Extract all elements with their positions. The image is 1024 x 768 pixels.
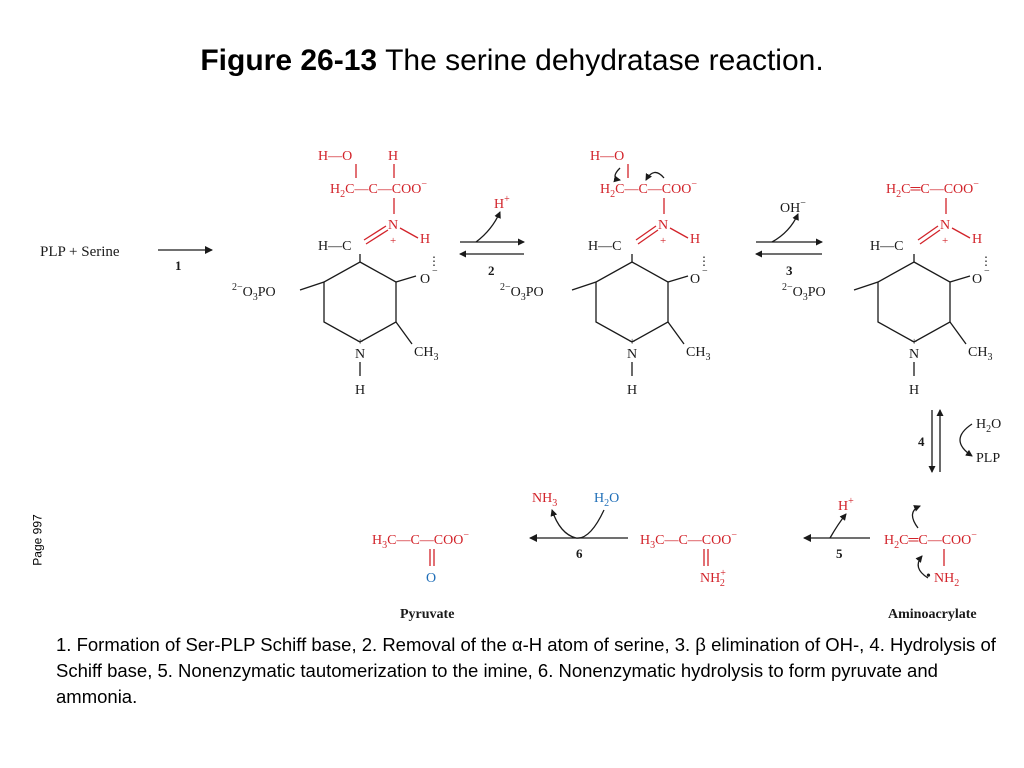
figure-title-text: The serine dehydratase reaction. [385,44,824,77]
step5-number: 5 [836,546,843,561]
svg-text:H: H [627,383,637,398]
svg-text:+: + [911,336,917,348]
svg-text:O: O [690,272,700,287]
step3-curved-arrow [771,213,799,243]
svg-text:+: + [629,336,635,348]
ser-plp-schiff-base: H—O H H2C—C—COO− N + H H—C ⋮ O − 2−O3PO … [232,149,440,398]
svg-text:−: − [432,266,438,277]
svg-text:2−O3PO: 2−O3PO [782,282,826,303]
svg-text:H3C—C—COO−: H3C—C—COO− [640,530,737,551]
svg-text:⋮: ⋮ [698,254,710,268]
step4-water: H2O [976,417,1001,435]
aminoacrylate-label: Aminoacrylate [888,607,977,622]
svg-text:•: • [926,569,931,584]
svg-text:⋮: ⋮ [980,254,992,268]
svg-text:CH3: CH3 [686,345,710,363]
step3-product: OH− [780,198,806,216]
svg-text:NH2: NH2 [934,571,959,589]
aminoacrylate: H2C═C—COO− NH2 • [884,505,977,589]
svg-text:⋮: ⋮ [428,254,440,268]
svg-text:H: H [388,149,398,164]
figure-number: Figure 26-13 [200,44,378,77]
quinonoid-intermediate: H—O H2C—C—COO− N + H H—C ⋮ O − 2−O3PO CH… [500,149,710,398]
svg-text:N: N [355,347,365,362]
svg-text:H—C: H—C [318,239,351,254]
reaction-scheme: PLP + Serine 1 H—O H H2C—C—COO− N + H H—… [40,149,1001,622]
svg-text:N: N [627,347,637,362]
iminopropionate: H3C—C—COO− NH+2 [640,530,737,589]
svg-text:+: + [942,235,948,247]
svg-text:−: − [702,266,708,277]
pyruvate: H3C—C—COO− O [372,530,469,586]
svg-text:H: H [420,232,430,247]
svg-text:NH+2: NH+2 [700,568,726,589]
svg-text:O: O [972,272,982,287]
svg-text:2−O3PO: 2−O3PO [232,282,276,303]
svg-text:2−O3PO: 2−O3PO [500,282,544,303]
svg-text:H—O: H—O [318,149,352,164]
svg-text:N: N [909,347,919,362]
step2-curved-arrow [475,211,501,243]
figure-caption: 1. Formation of Ser-PLP Schiff base, 2. … [56,634,996,707]
step4-curved-arrow [959,423,973,457]
aminoacrylate-schiff-base: H2C═C—COO− N + H H—C ⋮ O − 2−O3PO CH3 N … [782,179,992,398]
step5-reagent: H+ [838,496,854,514]
step4-plp: PLP [976,451,1000,466]
svg-text:H—C: H—C [588,239,621,254]
svg-text:H2C—C—COO−: H2C—C—COO− [600,179,697,200]
svg-text:+: + [390,235,396,247]
start-label: PLP + Serine [40,244,120,260]
svg-text:O: O [420,272,430,287]
svg-text:CH3: CH3 [414,345,438,363]
svg-text:−: − [984,266,990,277]
svg-text:H—O: H—O [590,149,624,164]
svg-text:H: H [909,383,919,398]
step4-number: 4 [918,434,925,449]
step3-number: 3 [786,263,793,278]
svg-text:N: N [388,218,398,233]
svg-text:H3C—C—COO−: H3C—C—COO− [372,530,469,551]
svg-text:CH3: CH3 [968,345,992,363]
svg-text:H2C—C—COO−: H2C—C—COO− [330,179,427,200]
step6-curved-arrow [550,509,605,539]
svg-text:H2C═C—COO−: H2C═C—COO− [884,530,977,551]
svg-text:+: + [660,235,666,247]
step2-number: 2 [488,263,495,278]
svg-text:H: H [972,232,982,247]
svg-text:H2C═C—COO−: H2C═C—COO− [886,179,979,200]
step1-number: 1 [175,258,182,273]
step5-curved-arrow [829,513,847,539]
svg-text:H: H [690,232,700,247]
step2-product: H+ [494,194,510,212]
svg-text:O: O [426,571,436,586]
pyruvate-label: Pyruvate [400,607,454,622]
svg-text:H: H [355,383,365,398]
svg-text:N: N [658,218,668,233]
svg-text:+: + [357,336,363,348]
svg-text:H—C: H—C [870,239,903,254]
step6-number: 6 [576,546,583,561]
step6-ammonia: NH3 [532,491,557,509]
step6-water: H2O [594,491,619,509]
svg-text:N: N [940,218,950,233]
